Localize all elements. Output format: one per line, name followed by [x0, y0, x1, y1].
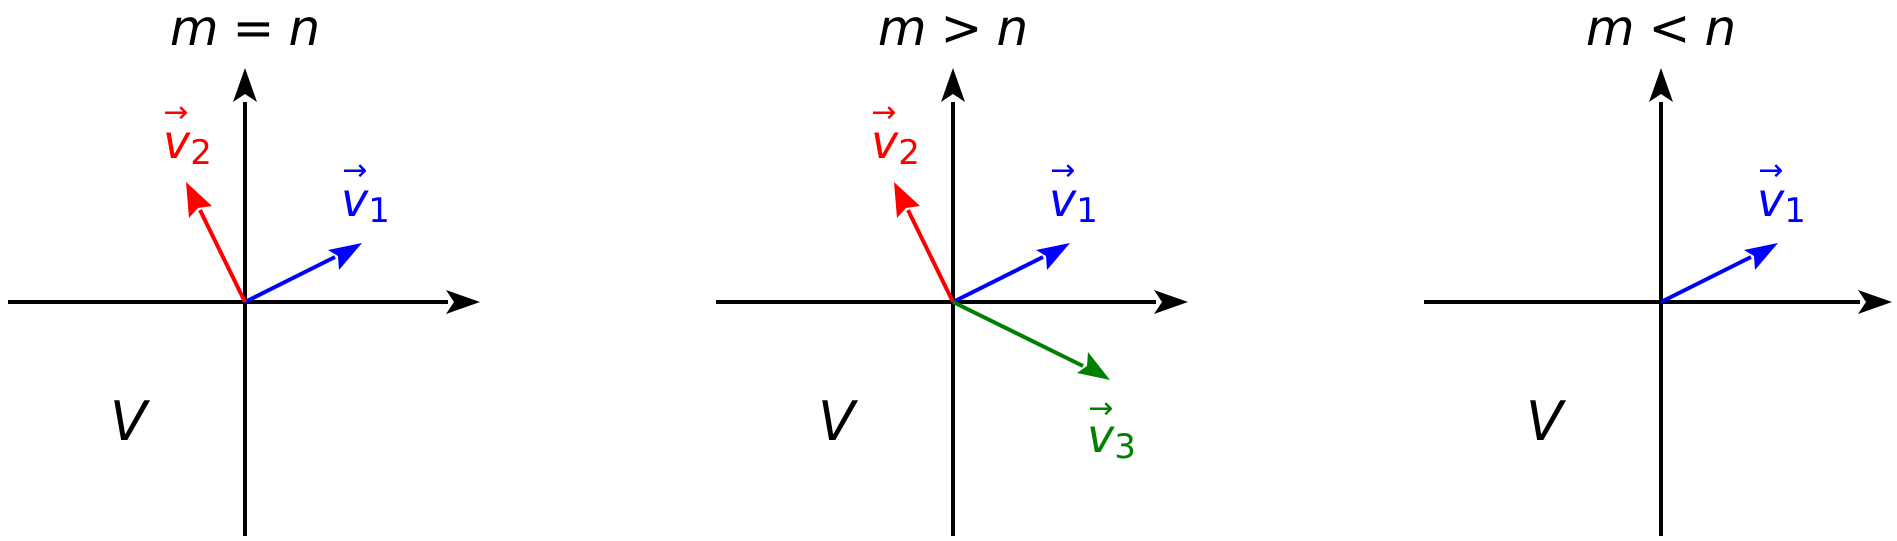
- title-right: n: [288, 0, 320, 57]
- vector-v1-letter: v: [1049, 173, 1077, 227]
- svg-text:v3: v3: [1087, 409, 1136, 467]
- svg-text:v1: v1: [341, 173, 390, 231]
- title-left: m: [878, 0, 927, 57]
- title-right: n: [996, 0, 1028, 57]
- vector-v1-arrowhead: [328, 243, 362, 270]
- y-axis-arrowhead: [941, 68, 965, 102]
- x-axis-arrowhead: [446, 290, 480, 314]
- title-operator: <: [1649, 0, 1691, 57]
- vector-arrow-accent-icon: →: [1758, 153, 1783, 188]
- svg-text:v1: v1: [1049, 173, 1098, 231]
- svg-text:v1: v1: [1757, 173, 1806, 231]
- vector-v2-line: [906, 209, 955, 303]
- y-axis-arrowhead: [233, 68, 257, 102]
- svg-text:v2: v2: [163, 115, 212, 173]
- vector-v1-letter: v: [341, 173, 369, 227]
- x-axis-arrowhead: [1154, 290, 1188, 314]
- y-axis-arrowhead: [1649, 68, 1673, 102]
- vector-v1-arrowhead: [1744, 243, 1778, 270]
- vector-v2-letter: v: [163, 115, 191, 169]
- vector-v2-subscript: 2: [898, 133, 920, 173]
- vector-v1-arrowhead: [1036, 243, 1070, 270]
- vector-v2-arrowhead: [894, 182, 920, 218]
- panel-m-less-than-n: m<n → v1 V: [1424, 0, 1892, 536]
- panel-m-greater-than-n: m>n → v2 → v1 → v3 V: [716, 0, 1188, 536]
- space-label: V: [818, 390, 859, 453]
- title-left: m: [1586, 0, 1635, 57]
- space-label: V: [1526, 390, 1567, 453]
- vector-arrow-accent-icon: →: [342, 153, 367, 188]
- vector-v3-line: [952, 300, 1084, 368]
- vector-v1-label: → v1: [1757, 153, 1806, 231]
- vector-v2-label: → v2: [163, 95, 212, 173]
- title-right: n: [1704, 0, 1736, 57]
- title-operator: =: [233, 0, 275, 57]
- vector-v3-subscript: 3: [1114, 427, 1136, 467]
- vector-v1-line: [1660, 255, 1752, 304]
- vector-v2-arrowhead: [186, 182, 212, 218]
- space-label: V: [110, 390, 151, 453]
- vector-v1-subscript: 1: [1784, 191, 1806, 231]
- panel-title: m<n: [1586, 0, 1736, 57]
- vector-arrow-accent-icon: →: [1050, 153, 1075, 188]
- panel-title: m>n: [878, 0, 1028, 57]
- vector-v1-line: [244, 255, 336, 304]
- panel-title: m=n: [170, 0, 320, 57]
- title-operator: >: [941, 0, 983, 57]
- vector-v3-letter: v: [1087, 409, 1115, 463]
- panel-m-equals-n: m=n → v2 → v1 V: [8, 0, 480, 536]
- vector-v2-line: [198, 209, 247, 303]
- vector-v1-label: → v1: [1049, 153, 1098, 231]
- vector-v3-label: → v3: [1087, 391, 1136, 467]
- svg-text:v2: v2: [871, 115, 920, 173]
- vector-v1-label: → v1: [341, 153, 390, 231]
- vector-v3-arrowhead: [1077, 352, 1110, 380]
- vector-v1-subscript: 1: [368, 191, 390, 231]
- vector-arrow-accent-icon: →: [163, 95, 188, 130]
- vector-arrow-accent-icon: →: [1088, 391, 1113, 426]
- vector-v1-subscript: 1: [1076, 191, 1098, 231]
- vector-v1-letter: v: [1757, 173, 1785, 227]
- vector-v1-line: [952, 255, 1044, 304]
- x-axis-arrowhead: [1858, 290, 1892, 314]
- title-left: m: [170, 0, 219, 57]
- vector-v2-label: → v2: [871, 95, 920, 173]
- vector-arrow-accent-icon: →: [871, 95, 896, 130]
- vector-v2-letter: v: [871, 115, 899, 169]
- vector-v2-subscript: 2: [190, 133, 212, 173]
